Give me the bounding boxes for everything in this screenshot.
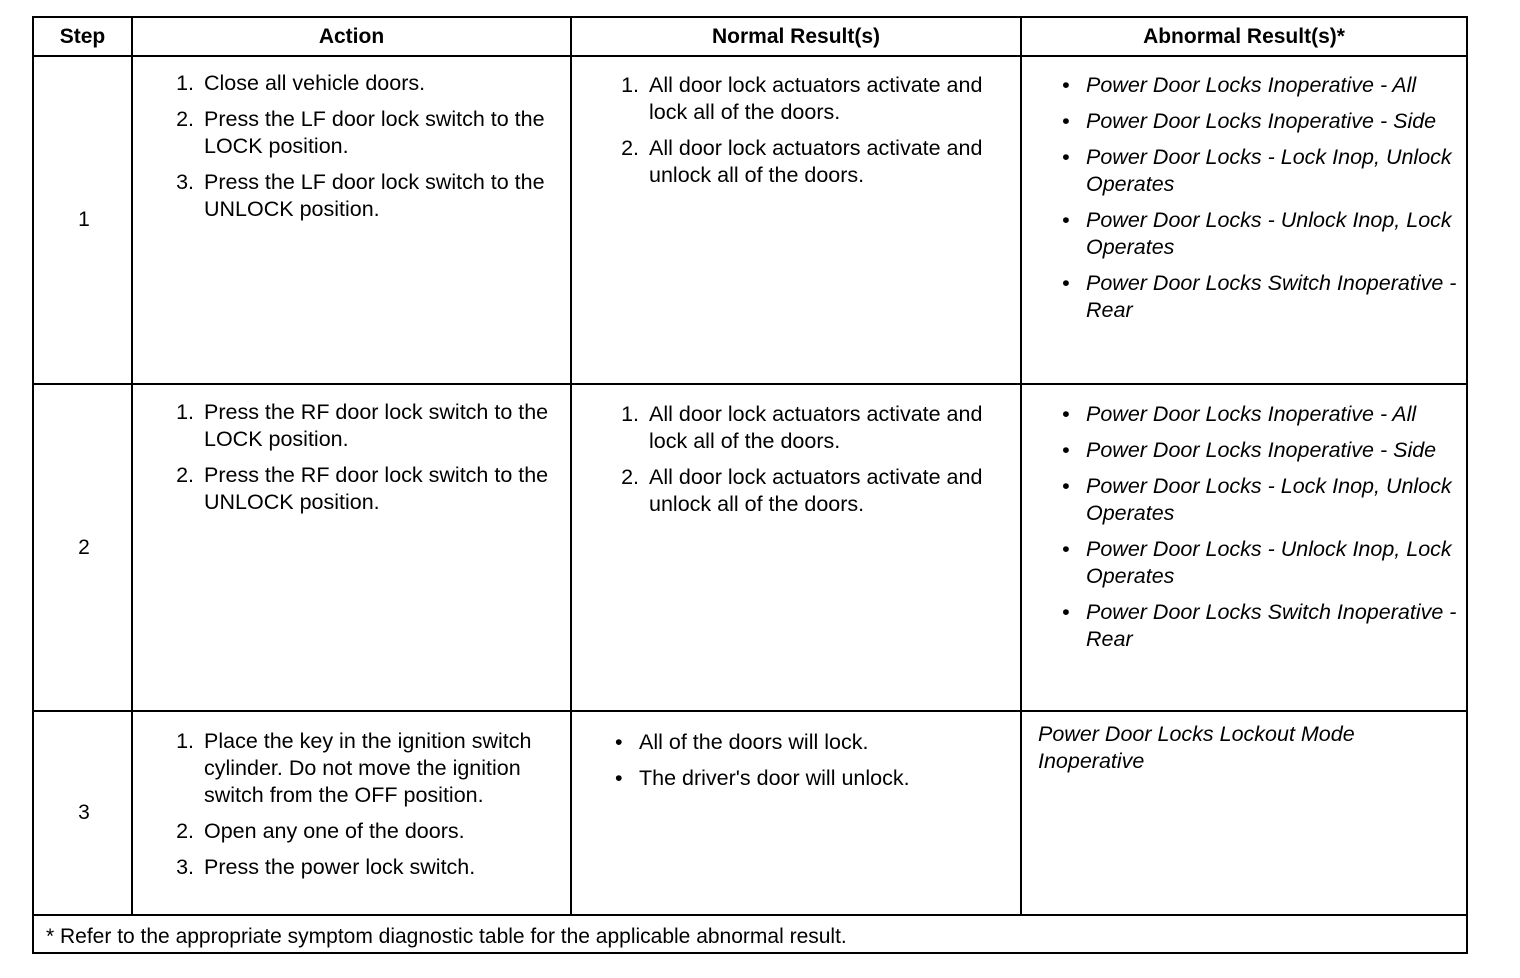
abnormal-results-cell: •Power Door Locks Inoperative - All •Pow… [1060,72,1464,333]
row-divider [34,914,1466,916]
row-divider [34,383,1466,385]
list-item: •Power Door Locks Switch Inoperative -Re… [1062,271,1457,322]
list-item: 1.Press the RF door lock switch to the L… [176,400,549,451]
diagnostic-table: Step Action Normal Result(s) Abnormal Re… [32,16,1468,954]
normal-results-cell: 1.All door lock actuators activate and l… [613,401,1008,527]
list-item: •Power Door Locks Inoperative - All [1062,73,1417,97]
list-item: •Power Door Locks Inoperative - Side [1062,438,1437,462]
list-item: •Power Door Locks Inoperative - Side [1062,109,1437,133]
list-item: 2.Press the LF door lock switch to the L… [176,107,545,158]
row-divider [34,710,1466,712]
action-cell: 1.Press the RF door lock switch to the L… [168,399,558,525]
list-item: 1.All door lock actuators activate and l… [621,73,983,124]
list-item: 2.Press the RF door lock switch to the U… [176,463,549,514]
normal-results-cell: •All of the doors will lock. •The driver… [613,729,1008,801]
header-abnormal-results: Abnormal Result(s)* [1143,24,1345,48]
header-step: Step [59,24,106,48]
header-action: Action [318,24,385,48]
list-item: •Power Door Locks - Unlock Inop, Lock Op… [1062,208,1452,259]
list-item: •All of the doors will lock. [615,730,869,754]
footnote: * Refer to the appropriate symptom diagn… [46,925,847,948]
normal-results-cell: 1.All door lock actuators activate and l… [613,72,1008,198]
step-number: 1 [78,208,90,231]
column-divider [131,18,133,915]
column-divider [570,18,572,915]
action-cell: 1.Close all vehicle doors. 2.Press the L… [168,70,558,232]
row-divider [34,55,1466,57]
list-item: •Power Door Locks - Lock Inop, Unlock Op… [1062,145,1452,196]
list-item: •Power Door Locks - Unlock Inop, Lock Op… [1062,537,1452,588]
action-cell: 1.Place the key in the ignition switch c… [168,728,548,890]
list-item: 2.All door lock actuators activate and u… [621,465,983,516]
list-item: 1.Place the key in the ignition switch c… [176,729,532,807]
list-item: 1.All door lock actuators activate and l… [621,402,983,453]
step-number: 2 [78,535,90,559]
list-item: 3.Press the power lock switch. [176,855,476,879]
list-item: 1.Close all vehicle doors. [176,71,426,95]
list-item: •The driver's door will unlock. [615,766,910,790]
list-item: 2.Open any one of the doors. [176,819,465,843]
list-item: •Power Door Locks Switch Inoperative -Re… [1062,600,1457,651]
abnormal-results-cell: Power Door Locks Lockout Mode Inoperativ… [1038,722,1355,773]
list-item: 2.All door lock actuators activate and u… [621,136,983,187]
list-item: •Power Door Locks - Lock Inop, Unlock Op… [1062,474,1452,525]
step-number: 3 [78,801,90,824]
list-item: 3.Press the LF door lock switch to the U… [176,170,545,221]
header-normal-results: Normal Result(s) [711,24,881,48]
list-item: •Power Door Locks Inoperative - All [1062,402,1417,426]
column-divider [1020,18,1022,915]
abnormal-results-cell: •Power Door Locks Inoperative - All •Pow… [1060,401,1464,662]
